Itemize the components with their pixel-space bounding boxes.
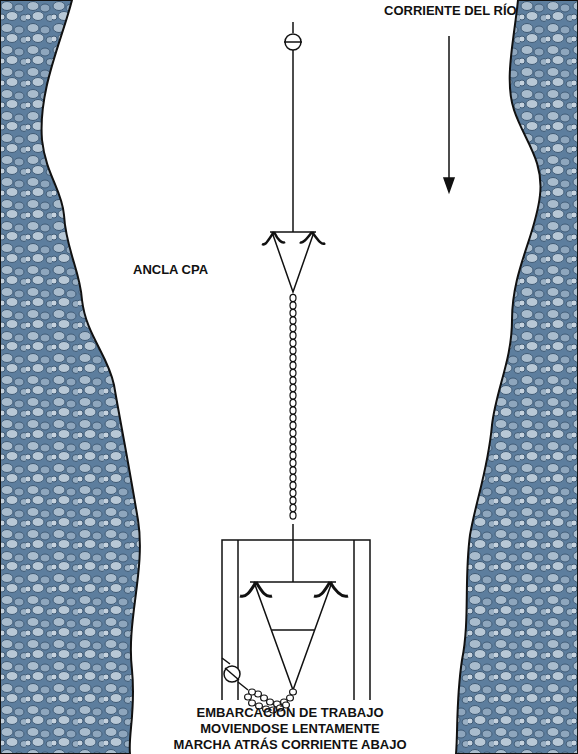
anchor-chain [290, 294, 296, 519]
stowed-buoy [222, 658, 248, 690]
chain-link [261, 695, 268, 701]
left-bank [0, 0, 140, 754]
chain-link [290, 414, 296, 421]
chain-link [290, 512, 296, 519]
chain-link [290, 324, 296, 331]
chain-link [290, 392, 296, 399]
anchor-label: ANCLA CPA [133, 262, 208, 278]
chain-link [290, 497, 296, 504]
chain-link [290, 309, 296, 316]
boat-label-line: EMBARCACIÓN DE TRABAJO [196, 705, 383, 721]
right-bank [456, 0, 578, 754]
chain-link [290, 384, 296, 391]
boat-label-line: MOVIENDOSE LENTAMENTE [200, 721, 380, 737]
chain-link [290, 399, 296, 406]
chain-link [290, 437, 296, 444]
chain-link [290, 294, 296, 301]
work-boat [222, 540, 370, 700]
chain-link [290, 459, 296, 466]
buoy-symbol [284, 22, 302, 232]
chain-link [290, 317, 296, 324]
current-label: CORRIENTE DEL RÍO [384, 3, 517, 19]
chain-link [287, 695, 294, 701]
current-arrow [444, 36, 454, 192]
chain-link [290, 689, 297, 695]
chain-link [290, 444, 296, 451]
stowed-anchor [240, 582, 348, 690]
chain-link [290, 452, 296, 459]
chain-link [290, 332, 296, 339]
chain-link [245, 694, 252, 700]
chain-link [290, 474, 296, 481]
cpa-anchor [262, 232, 325, 292]
boat-label-line: MARCHA ATRÁS CORRIENTE ABAJO [173, 737, 406, 753]
chain-link [290, 504, 296, 511]
chain-link [267, 699, 274, 705]
chain-link [290, 369, 296, 376]
chain-link [290, 407, 296, 414]
chain-link [290, 467, 296, 474]
chain-link [290, 362, 296, 369]
chain-link [290, 489, 296, 496]
chain-link [290, 377, 296, 384]
chain-link [290, 482, 296, 489]
chain-link [290, 347, 296, 354]
chain-link [290, 339, 296, 346]
chain-link [290, 354, 296, 361]
tow-line [292, 524, 294, 582]
chain-link [290, 429, 296, 436]
chain-link [290, 422, 296, 429]
chain-link [290, 302, 296, 309]
